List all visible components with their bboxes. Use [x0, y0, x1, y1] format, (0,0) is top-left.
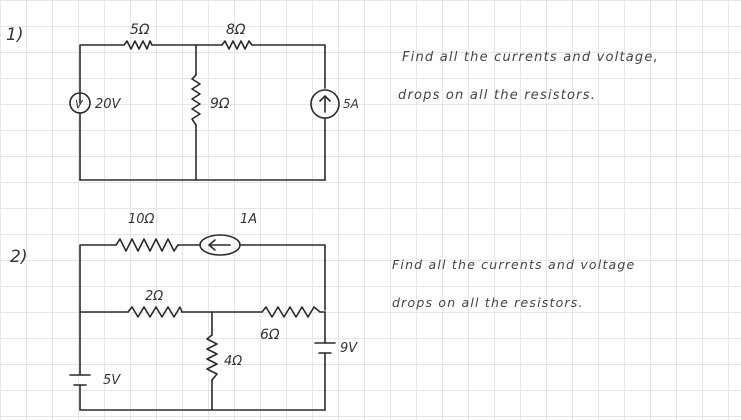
- circuit-2: 2) 10Ω 1A 2Ω 6Ω 4Ω 5V 9V: [10, 212, 358, 411]
- resistor-4-ohm: [206, 334, 218, 381]
- problem-2-task: Find all the currents and voltage drops …: [392, 251, 635, 317]
- resistor-6-ohm: [261, 306, 321, 318]
- resistor-6-ohm-label: 6Ω: [260, 327, 280, 343]
- current-source-1-label: 5A: [343, 97, 359, 111]
- resistor-8-ohm: [221, 40, 253, 50]
- problem-2-task-line-2: drops on all the resistors.: [392, 295, 584, 310]
- problem-2-number: 2): [10, 247, 27, 267]
- resistor-10-ohm: [115, 238, 179, 252]
- circuit-1: 1) V 5Ω 8Ω 9Ω 20V 5A: [6, 22, 359, 181]
- up-arrow-icon: [319, 95, 331, 113]
- resistor-2-ohm: [127, 306, 183, 318]
- resistor-2-ohm-label: 2Ω: [145, 289, 163, 304]
- resistor-5-ohm: [123, 40, 153, 50]
- battery-5v-label: 5V: [103, 373, 121, 388]
- current-source-2: [199, 234, 241, 256]
- battery-9v-label: 9V: [340, 341, 358, 356]
- resistor-5-ohm-label: 5Ω: [130, 22, 150, 38]
- problem-1-task-line-2: drops on all the resistors.: [398, 88, 597, 103]
- current-source-2-label: 1A: [240, 212, 257, 227]
- resistor-9-ohm-label: 9Ω: [210, 96, 230, 112]
- problem-2-task-line-1: Find all the currents and voltage: [392, 257, 636, 272]
- battery-5v: [69, 374, 91, 386]
- problem-1-number: 1): [6, 25, 23, 45]
- voltage-source-1-label: 20V: [95, 97, 122, 112]
- problem-1-task-line-1: Find all the currents and voltage,: [402, 50, 659, 65]
- circuit-1-top-wire: [79, 44, 326, 104]
- problem-1-task: Find all the currents and voltage, drops…: [398, 44, 659, 110]
- resistor-9-ohm: [191, 74, 201, 126]
- resistor-10-ohm-label: 10Ω: [128, 212, 155, 227]
- left-arrow-icon: [208, 239, 231, 251]
- battery-9v: [314, 342, 336, 354]
- circuit-2-top-wire: [79, 244, 326, 376]
- resistor-8-ohm-label: 8Ω: [226, 22, 246, 38]
- resistor-4-ohm-label: 4Ω: [224, 354, 242, 369]
- voltage-source-1-symbol: V: [75, 98, 84, 111]
